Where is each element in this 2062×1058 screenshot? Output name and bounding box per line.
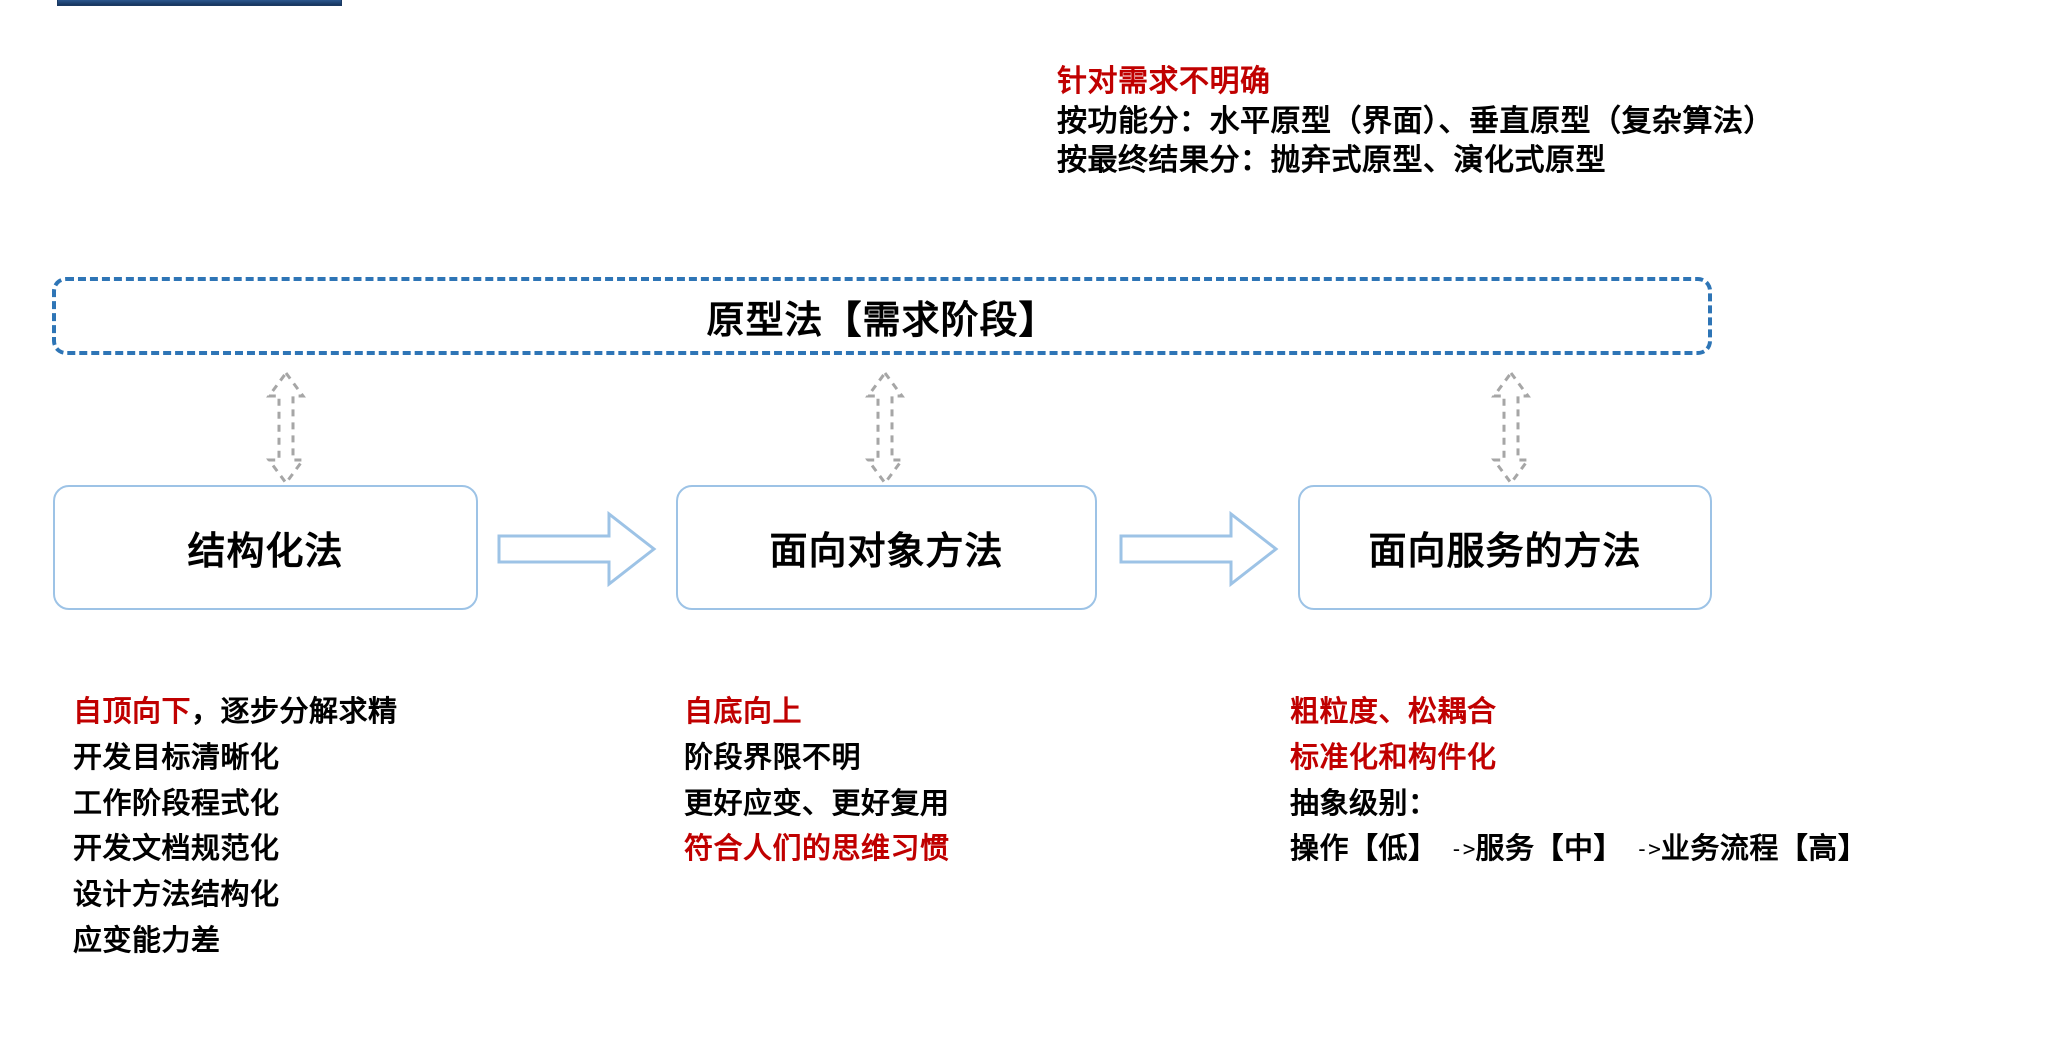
method-box-structured[interactable]: 结构化法 xyxy=(53,485,478,610)
description-text: 粗粒度、松耦合 xyxy=(1290,696,1497,728)
description-text: 服务【中】 xyxy=(1475,833,1623,866)
description-text: 开发文档规范化 xyxy=(73,833,280,866)
description-line: 符合人们的思维习惯 xyxy=(684,827,950,873)
description-line: 自顶向下，逐步分解求精 xyxy=(73,690,398,736)
description-text: 开发目标清晰化 xyxy=(73,741,280,774)
prototype-method-banner: 原型法【需求阶段】 xyxy=(52,277,1712,355)
description-column-structured: 自顶向下，逐步分解求精开发目标清晰化工作阶段程式化开发文档规范化设计方法结构化应… xyxy=(73,690,398,965)
description-text: -> xyxy=(1622,837,1661,862)
description-line: 开发目标清晰化 xyxy=(73,736,398,782)
description-text: 标准化和构件化 xyxy=(1290,741,1497,774)
description-text: 更好应变、更好复用 xyxy=(684,787,950,820)
description-text: 抽象级别： xyxy=(1290,787,1438,820)
method-box-label: 面向对象方法 xyxy=(769,531,1004,573)
vertical-double-arrow-icon-1 xyxy=(258,368,314,488)
vertical-double-arrow-icon-2 xyxy=(857,368,913,488)
method-box-object-oriented[interactable]: 面向对象方法 xyxy=(676,485,1097,610)
description-text: -> xyxy=(1437,837,1476,862)
description-line: 抽象级别： xyxy=(1290,782,1867,828)
description-text: 符合人们的思维习惯 xyxy=(684,833,950,866)
description-line: 设计方法结构化 xyxy=(73,873,398,919)
description-text: 设计方法结构化 xyxy=(73,879,280,912)
description-line: 工作阶段程式化 xyxy=(73,782,398,828)
method-box-label: 面向服务的方法 xyxy=(1368,531,1642,573)
description-line: 更好应变、更好复用 xyxy=(684,782,950,828)
description-line: 应变能力差 xyxy=(73,919,398,965)
description-line: 粗粒度、松耦合 xyxy=(1290,690,1867,736)
description-text: 应变能力差 xyxy=(73,925,221,958)
flow-arrow-icon-2 xyxy=(1119,510,1279,588)
description-line: 操作【低】 ->服务【中】 ->业务流程【高】 xyxy=(1290,827,1867,873)
description-text: ，逐步分解求精 xyxy=(191,696,398,728)
method-box-service-oriented[interactable]: 面向服务的方法 xyxy=(1298,485,1712,610)
note-line-3: 按最终结果分：抛弃式原型、演化式原型 xyxy=(1057,144,1606,178)
description-text: 工作阶段程式化 xyxy=(73,787,280,820)
description-column-service-oriented: 粗粒度、松耦合标准化和构件化抽象级别：操作【低】 ->服务【中】 ->业务流程【… xyxy=(1290,690,1867,873)
description-line: 阶段界限不明 xyxy=(684,736,950,782)
flow-arrow-icon-1 xyxy=(497,510,657,588)
description-line: 开发文档规范化 xyxy=(73,827,398,873)
description-line: 自底向上 xyxy=(684,690,950,736)
note-line-1: 针对需求不明确 xyxy=(1057,65,1271,98)
description-text: 业务流程【高】 xyxy=(1660,833,1868,866)
description-line: 标准化和构件化 xyxy=(1290,736,1867,782)
prototype-note-block: 针对需求不明确 按功能分：水平原型（界面）、垂直原型（复杂算法） 按最终结果分：… xyxy=(1057,62,1774,181)
top-accent-bar xyxy=(57,0,342,6)
note-line-2: 按功能分：水平原型（界面）、垂直原型（复杂算法） xyxy=(1057,104,1774,138)
vertical-double-arrow-icon-3 xyxy=(1483,368,1539,488)
prototype-method-label: 原型法【需求阶段】 xyxy=(706,299,1058,342)
description-text: 操作【低】 xyxy=(1290,833,1438,866)
description-text: 自顶向下 xyxy=(73,696,192,728)
description-text: 自底向上 xyxy=(684,696,803,728)
description-text: 阶段界限不明 xyxy=(684,741,862,774)
method-box-label: 结构化法 xyxy=(187,531,344,573)
description-column-object-oriented: 自底向上阶段界限不明更好应变、更好复用符合人们的思维习惯 xyxy=(684,690,950,873)
